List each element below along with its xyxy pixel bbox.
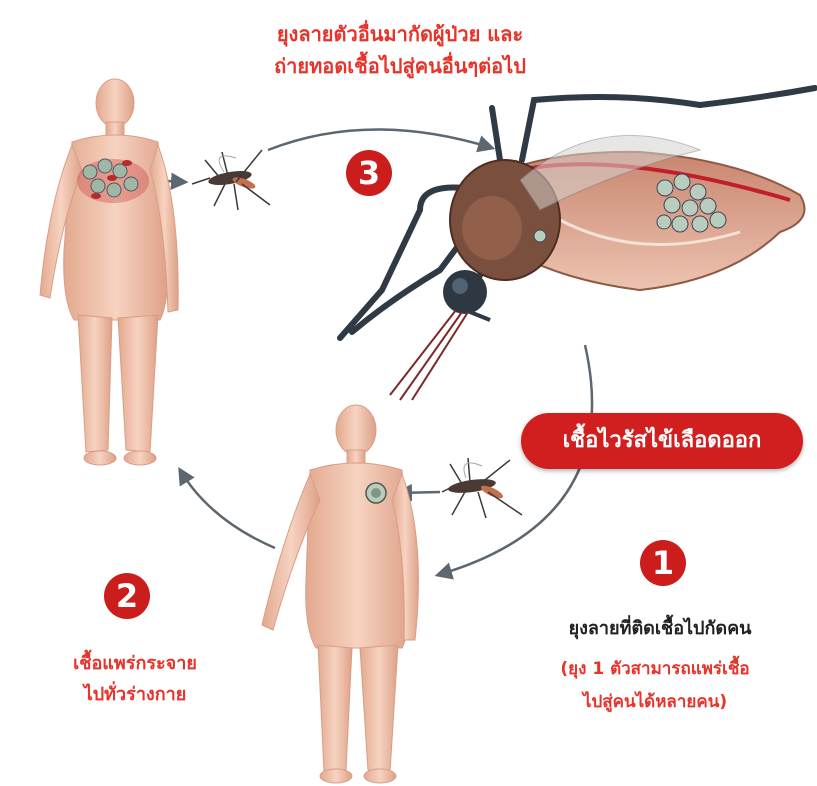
virus-cluster-chest [77,159,149,203]
step-1-note-line1: (ยุง 1 ตัวสามารถแพร่เชื้อ [500,655,810,682]
arrow-to-person-1 [180,470,275,548]
person-upper-left [40,79,178,465]
step-1-badge: 1 [640,540,686,586]
top-caption-line1: ยุงลายตัวอื่นมากัดผู้ป่วย และ [200,18,600,50]
virus-label-pill: เชื้อไวรัสไข้เลือดออก [521,413,803,469]
step-1-title: ยุงลายที่ติดเชื้อไปกัดคน [510,613,810,642]
small-mosquito-bottom [442,458,522,518]
small-mosquito-top [192,150,270,210]
step-3-badge: 3 [346,150,392,196]
large-mosquito [340,88,815,400]
step-2-badge: 2 [104,573,150,619]
virus-entry [366,483,386,503]
person-bottom [262,405,418,783]
step-2-line1: เชื้อแพร่กระจาย [30,648,240,677]
step-1-note-line2: ไปสู่คนได้หลายคน) [500,688,810,715]
step-2-line2: ไปทั่วร่างกาย [30,679,240,708]
arrow-to-mosquito [268,129,492,150]
top-caption-line2: ถ่ายทอดเชื้อไปสู่คนอื่นๆต่อไป [200,50,600,82]
